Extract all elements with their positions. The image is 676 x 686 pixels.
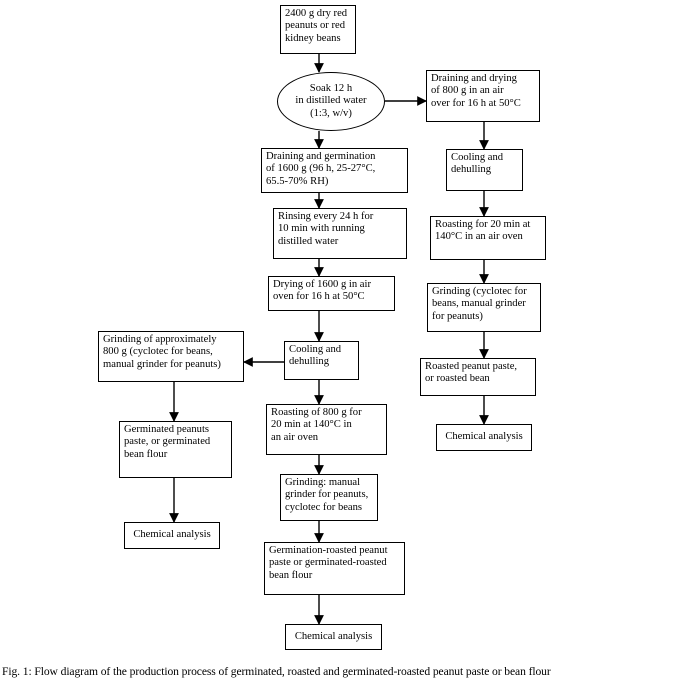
node-cooling-roasted-label: Cooling and dehulling [451,152,504,176]
node-cooling-germinated-label: Cooling and dehulling [289,344,342,368]
figure-caption: Fig. 1: Flow diagram of the production p… [2,665,551,678]
node-grinding-germinated-label: Grinding of approximately 800 g (cyclote… [103,334,221,370]
node-cooling-roasted: Cooling and dehulling [446,149,523,191]
node-germination: Draining and germination of 1600 g (96 h… [261,148,408,193]
node-germinated-roasted-product: Germination-roasted peanut paste or germ… [264,542,405,595]
node-rinsing-label: Rinsing every 24 h for 10 min with runni… [278,211,374,247]
node-chem-analysis-germinated-roasted: Chemical analysis [285,624,382,650]
node-roasted-product-label: Roasted peanut paste, or roasted bean [425,361,518,385]
node-chem-analysis-roasted-label: Chemical analysis [445,431,523,442]
node-raw-material: 2400 g dry red peanuts or red kidney bea… [280,5,356,54]
node-chem-analysis-germinated: Chemical analysis [124,522,220,549]
node-drying-germinated-label: Drying of 1600 g in air oven for 16 h at… [273,279,371,303]
node-germinated-product: Germinated peanuts paste, or germinated … [119,421,232,478]
node-roasting-roasted-label: Roasting for 20 min at 140°C in an air o… [435,219,531,243]
node-germinated-product-label: Germinated peanuts paste, or germinated … [124,424,211,460]
node-grinding-roasted: Grinding (cyclotec for beans, manual gri… [427,283,541,332]
node-drying-roasted: Draining and drying of 800 g in an air o… [426,70,540,122]
node-rinsing: Rinsing every 24 h for 10 min with runni… [273,208,407,259]
node-soak-label: Soak 12 h in distilled water (1:3, w/v) [295,82,367,119]
node-drying-germinated: Drying of 1600 g in air oven for 16 h at… [268,276,395,311]
node-chem-analysis-roasted: Chemical analysis [436,424,532,451]
node-grinding-germinated-roasted-label: Grinding: manual grinder for peanuts, cy… [285,477,369,513]
node-soak: Soak 12 h in distilled water (1:3, w/v) [277,72,385,131]
node-grinding-germinated-roasted: Grinding: manual grinder for peanuts, cy… [280,474,378,521]
node-grinding-germinated: Grinding of approximately 800 g (cyclote… [98,331,244,382]
node-raw-material-label: 2400 g dry red peanuts or red kidney bea… [285,8,348,44]
node-roasting-germinated-label: Roasting of 800 g for 20 min at 140°C in… [271,407,362,443]
node-grinding-roasted-label: Grinding (cyclotec for beans, manual gri… [432,286,527,322]
node-roasting-roasted: Roasting for 20 min at 140°C in an air o… [430,216,546,260]
node-roasting-germinated: Roasting of 800 g for 20 min at 140°C in… [266,404,387,455]
node-chem-analysis-germinated-roasted-label: Chemical analysis [294,631,373,642]
node-germination-label: Draining and germination of 1600 g (96 h… [266,151,376,187]
node-germinated-roasted-product-label: Germination-roasted peanut paste or germ… [269,545,388,581]
node-roasted-product: Roasted peanut paste, or roasted bean [420,358,536,396]
node-drying-roasted-label: Draining and drying of 800 g in an air o… [431,73,521,109]
node-chem-analysis-germinated-label: Chemical analysis [133,529,211,540]
node-cooling-germinated: Cooling and dehulling [284,341,359,380]
